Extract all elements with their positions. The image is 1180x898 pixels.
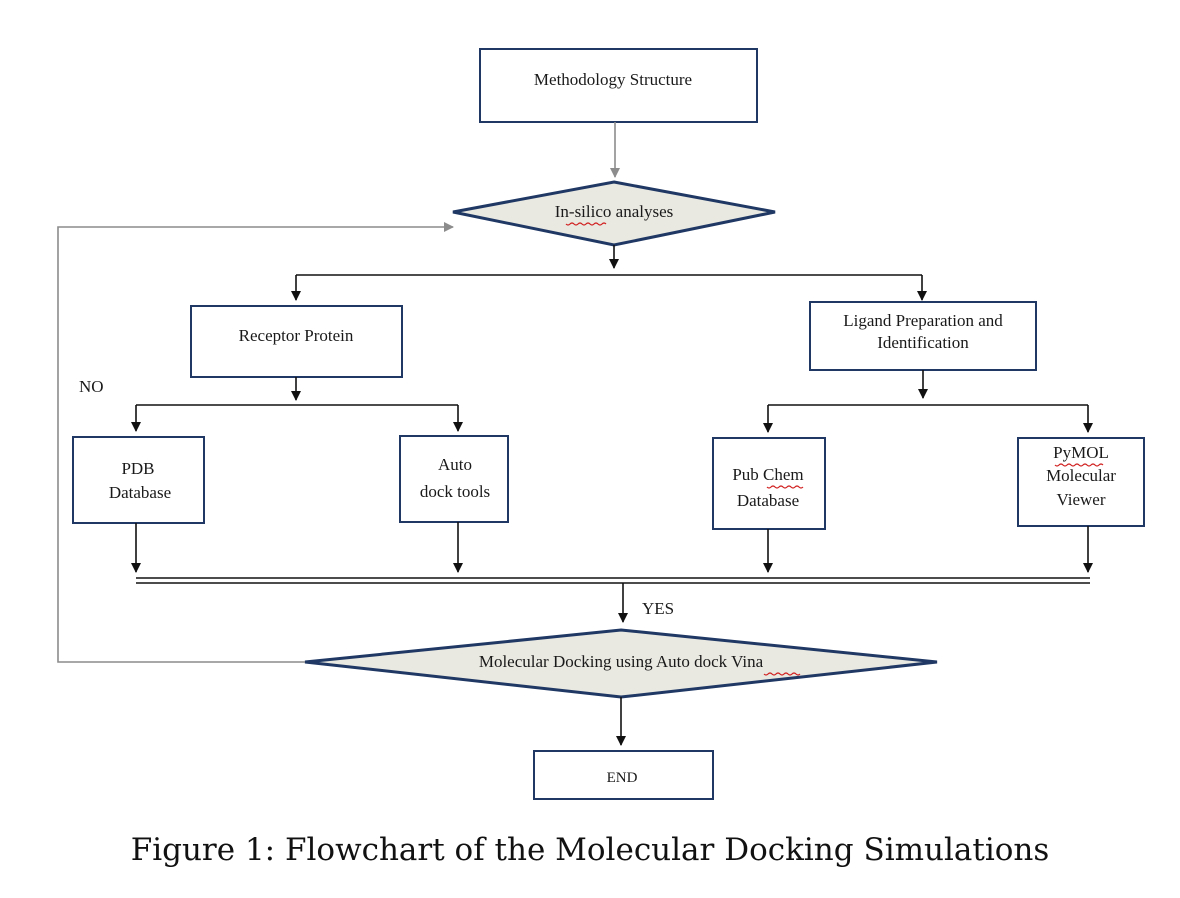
end-box (533, 750, 714, 800)
pdb-box (72, 436, 205, 524)
docking-decision-node: Molecular Docking using Auto dock Vina (304, 628, 938, 699)
docking-label-underlined: Vina (731, 652, 763, 671)
pymol-label-line1: PyMOL (1053, 443, 1109, 462)
receptor-node: Receptor Protein (190, 305, 403, 378)
figure-caption: Figure 1: Flowchart of the Molecular Doc… (130, 832, 1050, 868)
ligand-node: Ligand Preparation and Identification (809, 301, 1037, 371)
methodology-label: Methodology Structure (534, 70, 692, 89)
insilico-label: In-silico analyses (555, 202, 674, 221)
pdb-label-line2: Database (109, 483, 171, 502)
autodock-label-line2: dock tools (420, 482, 490, 501)
autodock-box (399, 435, 509, 523)
pubchem-label-pre: Pub (732, 465, 763, 484)
pubchem-label-line2: Database (737, 491, 799, 510)
pymol-label-line2: Molecular (1046, 466, 1116, 485)
ligand-label-line1: Ligand Preparation and (843, 311, 1003, 330)
docking-label-pre: Molecular Docking using Auto dock (479, 652, 731, 671)
ligand-box (809, 301, 1037, 371)
no-label: NO (79, 377, 104, 396)
insilico-decision-node: In-silico analyses (452, 180, 776, 247)
insilico-label-underlined: silico (575, 202, 612, 221)
pubchem-box (712, 437, 826, 530)
pubchem-label-line1: Pub Chem (732, 465, 803, 484)
methodology-box (479, 48, 758, 123)
receptor-label: Receptor Protein (239, 326, 354, 345)
yes-label: YES (642, 599, 674, 618)
pdb-label-line1: PDB (121, 459, 154, 478)
feedback-loop-no (57, 222, 454, 663)
end-node: END (533, 750, 714, 800)
insilico-label-pre: In- (555, 202, 575, 221)
pymol-label-line3: Viewer (1056, 490, 1105, 509)
spellcheck-underline (766, 485, 804, 489)
spellcheck-underline (1054, 463, 1104, 467)
pubchem-label-underlined: Chem (763, 465, 804, 484)
pymol-box (1017, 437, 1145, 527)
methodology-node: Methodology Structure (479, 48, 758, 123)
end-label: END (607, 770, 638, 786)
spellcheck-underline (565, 222, 607, 226)
pubchem-node: Pub Chem Database (712, 437, 826, 530)
pdb-node: PDB Database (72, 436, 205, 524)
spellcheck-underline (763, 672, 801, 676)
ligand-label-line2: Identification (877, 333, 969, 352)
docking-label: Molecular Docking using Auto dock Vina (479, 652, 764, 671)
pymol-node: PyMOL Molecular Viewer (1017, 437, 1145, 527)
autodock-node: Auto dock tools (399, 435, 509, 523)
insilico-label-post: analyses (611, 202, 673, 221)
autodock-label-line1: Auto (438, 455, 472, 474)
